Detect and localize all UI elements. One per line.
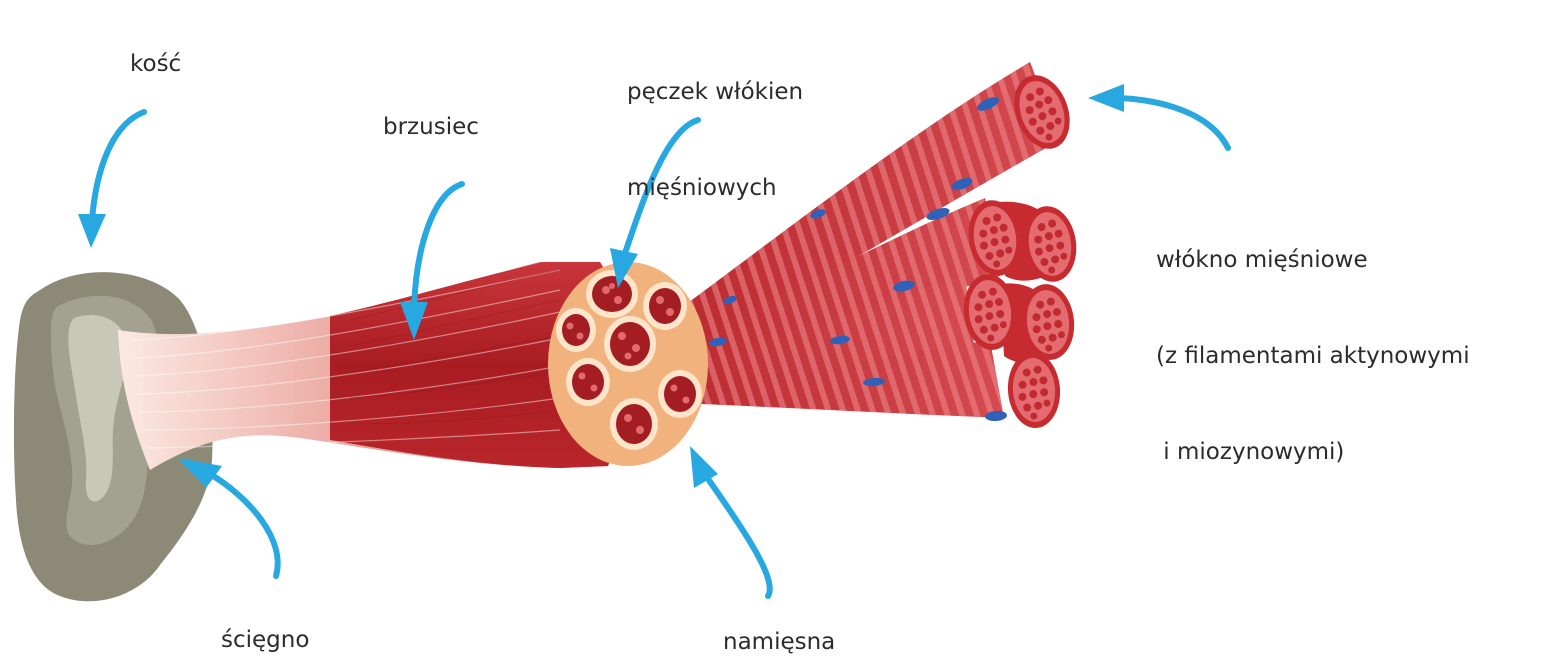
label-epimysium: namięsna (723, 626, 835, 658)
label-fiber-line-3: i miozynowymi) (1156, 436, 1470, 468)
label-muscle-fiber: włókno mięśniowe (z filamentami aktynowy… (1156, 180, 1470, 500)
label-bone: kość (130, 48, 181, 80)
label-fascicle-line-1: pęczek włókien (627, 76, 803, 108)
muscle-cross-section (548, 262, 708, 466)
label-tendon: ścięgno (221, 624, 309, 656)
label-fiber-line-2: (z filamentami aktynowymi (1156, 340, 1470, 372)
muscle-belly-illustration (118, 262, 621, 470)
label-muscle-belly: brzusiec (383, 111, 479, 143)
label-fascicle-line-2: mięśniowych (627, 172, 803, 204)
arrow-epimysium (690, 446, 770, 596)
arrow-bone (78, 112, 144, 248)
arrow-fiber (1088, 84, 1228, 148)
label-fascicle: pęczek włókien mięśniowych (627, 12, 803, 236)
label-fiber-line-1: włókno mięśniowe (1156, 244, 1470, 276)
